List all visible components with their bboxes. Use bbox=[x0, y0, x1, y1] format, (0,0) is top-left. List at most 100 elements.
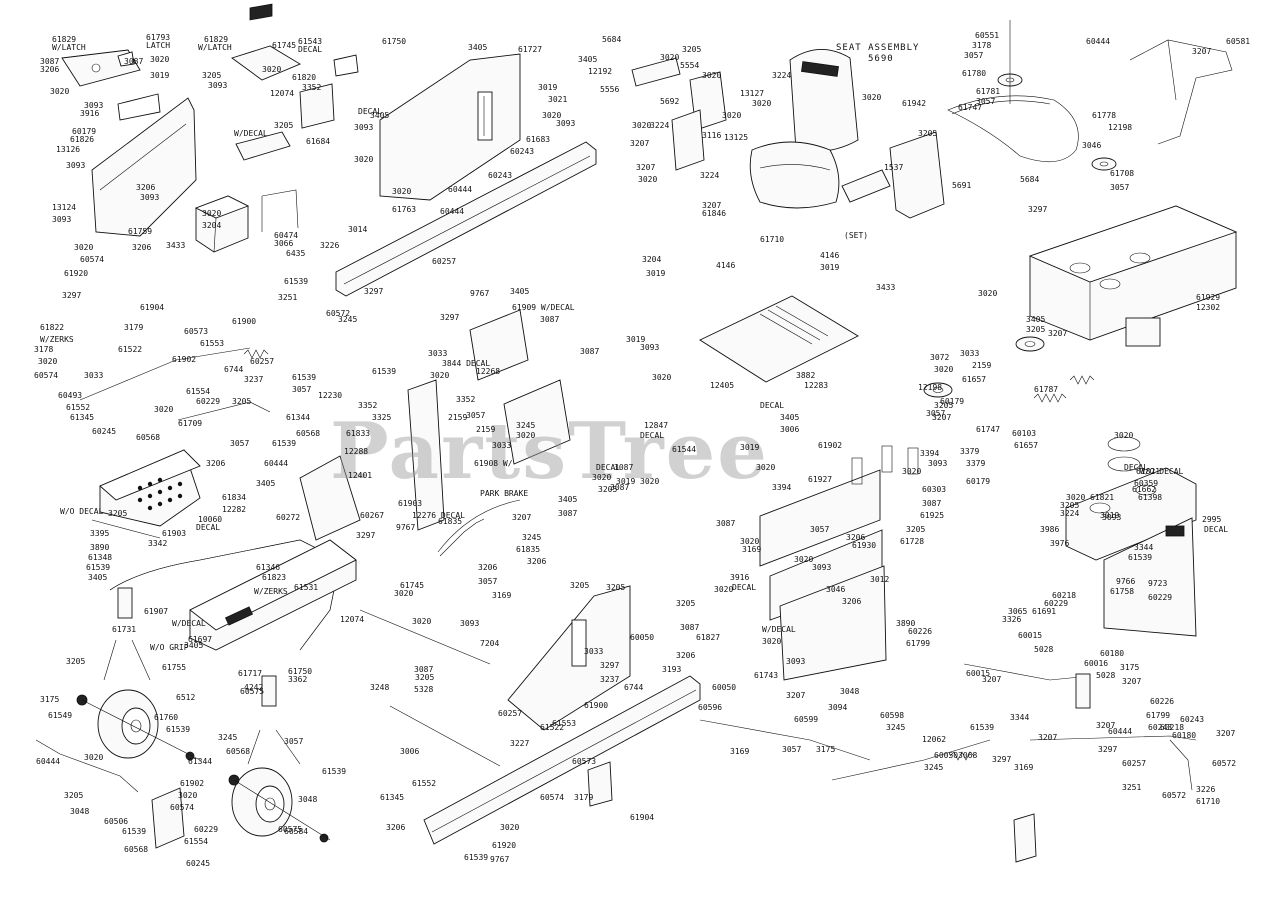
part-number-label: 60574 bbox=[170, 803, 194, 812]
part-number-label: 3226 bbox=[320, 241, 339, 250]
part-number-label: 3020 bbox=[756, 463, 775, 472]
part-number-label: 60572 bbox=[326, 309, 350, 318]
part-number-label: 61907 bbox=[144, 607, 168, 616]
part-number-label: 3057 bbox=[810, 525, 829, 534]
part-number-label: 61835 bbox=[438, 517, 462, 526]
part-number-label: 3205 bbox=[232, 397, 251, 406]
part-number-label: 3093 bbox=[208, 81, 227, 90]
part-number-label: 61553 bbox=[552, 719, 576, 728]
part-number-label: 3205 bbox=[682, 45, 701, 54]
part-number-label: 5692 bbox=[660, 97, 679, 106]
part-number-label: 3395 bbox=[90, 529, 109, 538]
part-number-label: 3020 bbox=[794, 555, 813, 564]
part-number-label: 12302 bbox=[1196, 303, 1220, 312]
part-number-label: 60575 bbox=[278, 825, 302, 834]
part-number-label: 61539 bbox=[272, 439, 296, 448]
part-number-label: W/LATCH bbox=[198, 43, 232, 52]
part-number-label: 3020 bbox=[394, 589, 413, 598]
part-number-label: 3033 bbox=[428, 349, 447, 358]
part-number-label: 3019 bbox=[150, 71, 169, 80]
part-number-label: 3020 bbox=[862, 93, 881, 102]
part-number-label: 61691 bbox=[1032, 607, 1056, 616]
part-number-label: 3072 bbox=[930, 353, 949, 362]
part-number-label: 12230 bbox=[318, 391, 342, 400]
part-number-label: 12282 bbox=[222, 505, 246, 514]
caster-yoke-left-part bbox=[103, 587, 301, 765]
part-number-label: 12405 bbox=[710, 381, 734, 390]
part-number-label: 61539 bbox=[284, 277, 308, 286]
part-number-label: 61522 bbox=[540, 723, 564, 732]
part-number-label: 3178 bbox=[972, 41, 991, 50]
part-number-label: 3205 bbox=[274, 121, 293, 130]
part-number-label: 3020 bbox=[722, 111, 741, 120]
part-number-label: 3205 bbox=[1060, 501, 1079, 510]
part-number-label: 3020 bbox=[354, 155, 373, 164]
right-linkage-part bbox=[243, 349, 991, 781]
part-number-label: 61904 bbox=[630, 813, 654, 822]
part-number-label: 61346 bbox=[256, 563, 280, 572]
part-number-label: 61398 bbox=[1138, 493, 1162, 502]
part-number-label: DECAL bbox=[1204, 525, 1228, 534]
part-number-label: 61799 bbox=[906, 639, 930, 648]
part-number-label: 61717 bbox=[238, 669, 262, 678]
part-number-label: 5556 bbox=[600, 85, 619, 94]
part-number-label: 60573 bbox=[572, 757, 596, 766]
part-number-label: 3093 bbox=[460, 619, 479, 628]
part-number-label: 3207 bbox=[702, 201, 721, 210]
part-number-label: 13126 bbox=[56, 145, 80, 154]
part-number-label: 61759 bbox=[128, 227, 152, 236]
part-number-label: W/O DECAL bbox=[1140, 467, 1184, 476]
part-number-label: 61903 bbox=[398, 499, 422, 508]
part-number-label: 3207 bbox=[1096, 721, 1115, 730]
latch-bracket-part bbox=[61, 49, 141, 87]
part-number-label: 3206 bbox=[206, 459, 225, 468]
part-number-label: 60596 bbox=[698, 703, 722, 712]
part-number-label: 61780 bbox=[962, 69, 986, 78]
part-number-label: 60257 bbox=[250, 357, 274, 366]
part-number-label: 12074 bbox=[270, 89, 294, 98]
part-number-label: 60243 bbox=[1180, 715, 1204, 724]
part-number-label: 61900 bbox=[584, 701, 608, 710]
part-number-label: DECAL bbox=[732, 583, 756, 592]
part-number-label: 61778 bbox=[1092, 111, 1116, 120]
part-number-label: 3020 bbox=[150, 55, 169, 64]
rear-chassis-part bbox=[1028, 205, 1238, 347]
part-number-label: 61552 bbox=[412, 779, 436, 788]
part-number-label: 3245 bbox=[886, 723, 905, 732]
latch-cover-part bbox=[231, 3, 301, 81]
part-number-label: 60050 bbox=[712, 683, 736, 692]
part-number-label: 3405 bbox=[370, 111, 389, 120]
part-number-label: 3433 bbox=[876, 283, 895, 292]
part-number-label: 60568 bbox=[226, 747, 250, 756]
part-number-label: 3207 bbox=[1216, 729, 1235, 738]
part-number-label: 60243 bbox=[510, 147, 534, 156]
part-number-label: 4146 bbox=[716, 261, 735, 270]
part-number-label: 3057 bbox=[782, 745, 801, 754]
part-number-label: 61902 bbox=[818, 441, 842, 450]
part-number-label: 9766 bbox=[1116, 577, 1135, 586]
part-number-label: 3237 bbox=[600, 675, 619, 684]
part-number-label: 3057 bbox=[964, 51, 983, 60]
part-number-label: 60243 bbox=[488, 171, 512, 180]
part-number-label: 3020 bbox=[902, 467, 921, 476]
part-number-label: 3205 bbox=[606, 583, 625, 592]
part-number-label: 1537 bbox=[884, 163, 903, 172]
part-number-label: 60103 bbox=[1012, 429, 1036, 438]
part-number-label: 61345 bbox=[70, 413, 94, 422]
part-number-label: 12847 bbox=[644, 421, 668, 430]
part-number-label: 3020 bbox=[154, 405, 173, 414]
part-number-label: 3405 bbox=[184, 641, 203, 650]
part-number-label: 3019 bbox=[1100, 511, 1119, 520]
part-number-label: 3251 bbox=[278, 293, 297, 302]
part-number-label: 61684 bbox=[306, 137, 330, 146]
part-number-label: 3224 bbox=[1060, 509, 1079, 518]
part-number-label: 3087 bbox=[680, 623, 699, 632]
part-number-label: 3205 bbox=[202, 71, 221, 80]
part-number-label: 3362 bbox=[288, 675, 307, 684]
part-number-label: 60226 bbox=[908, 627, 932, 636]
part-number-label: 3093 bbox=[84, 101, 103, 110]
part-number-label: (SET) bbox=[844, 231, 868, 240]
part-number-label: 3207 bbox=[1192, 47, 1211, 56]
bottom-right-bracket-part bbox=[587, 761, 1037, 863]
